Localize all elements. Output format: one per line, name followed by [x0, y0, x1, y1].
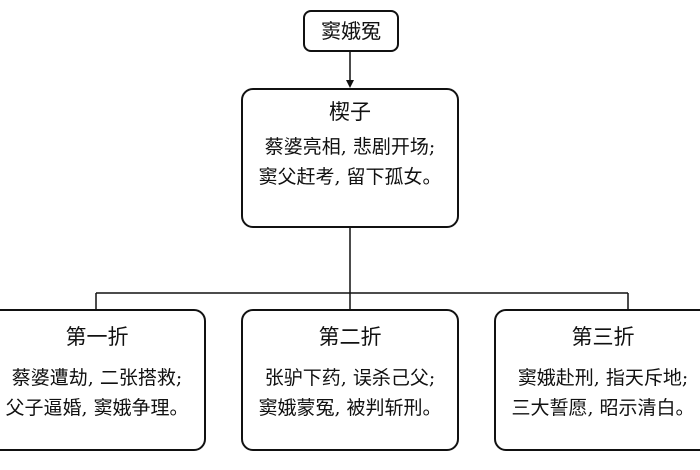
- act-1-line-1: 蔡婆遭劫, 二张搭救;: [11, 367, 183, 389]
- act-node-1: 第一折 蔡婆遭劫, 二张搭救; 父子逼婚, 窦娥争理。: [0, 309, 206, 451]
- prologue-line-2: 窦父赶考, 留下孤女。: [258, 166, 442, 188]
- act-2-title: 第二折: [318, 325, 382, 349]
- act-1-body: 蔡婆遭劫, 二张搭救; 父子逼婚, 窦娥争理。: [0, 363, 204, 423]
- act-2-line-2: 窦娥蒙冤, 被判斩刑。: [258, 397, 442, 419]
- act-3-title: 第三折: [571, 325, 635, 349]
- act-node-2: 第二折 张驴下药, 误杀己父; 窦娥蒙冤, 被判斩刑。: [241, 309, 459, 451]
- prologue-body: 蔡婆亮相, 悲剧开场; 窦父赶考, 留下孤女。: [243, 132, 457, 192]
- act-node-3: 第三折 窦娥赴刑, 指天斥地; 三大誓愿, 昭示清白。: [494, 309, 700, 451]
- act-2-body: 张驴下药, 误杀己父; 窦娥蒙冤, 被判斩刑。: [243, 363, 457, 423]
- prologue-title: 楔子: [329, 100, 371, 124]
- act-2-line-1: 张驴下药, 误杀己父;: [264, 367, 436, 389]
- prologue-line-1: 蔡婆亮相, 悲剧开场;: [264, 136, 436, 158]
- act-3-body: 窦娥赴刑, 指天斥地; 三大誓愿, 昭示清白。: [496, 363, 700, 423]
- act-1-line-2: 父子逼婚, 窦娥争理。: [5, 397, 189, 419]
- prologue-node: 楔子 蔡婆亮相, 悲剧开场; 窦父赶考, 留下孤女。: [241, 88, 459, 228]
- root-node-label: 窦娥冤: [321, 19, 381, 43]
- root-node: 窦娥冤: [303, 10, 399, 52]
- act-1-title: 第一折: [65, 325, 129, 349]
- act-3-line-1: 窦娥赴刑, 指天斥地;: [517, 367, 689, 389]
- act-3-line-2: 三大誓愿, 昭示清白。: [511, 397, 695, 419]
